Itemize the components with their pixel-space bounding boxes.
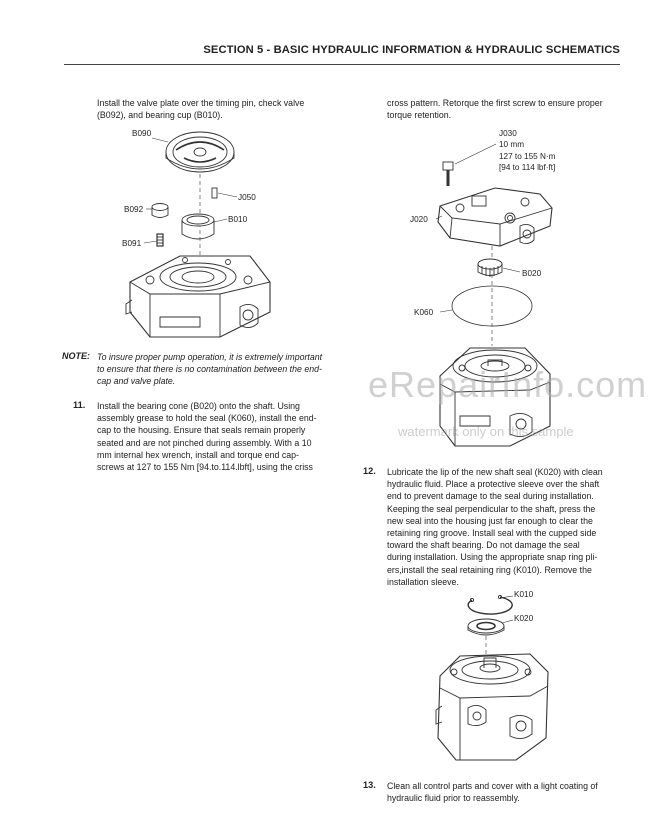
intro-line: (B092), and bearing cup (B010). (97, 110, 223, 121)
label-k060: K060 (414, 308, 434, 317)
step-line: mm internal hex wrench, install and torq… (97, 449, 299, 460)
label-k010: K010 (514, 590, 534, 599)
step-line: installation sleeve. (387, 576, 459, 587)
note-text: To insure proper pump operation, it is e… (97, 351, 342, 387)
shaft-seal-figure: K010 K020 (435, 590, 549, 761)
step-line: seated and are not pinched during assemb… (97, 437, 312, 448)
step-line: cap to the housing. Ensure that seals re… (97, 425, 306, 436)
step-13-number: 13. (363, 780, 376, 790)
label-b010: B010 (228, 215, 248, 224)
section-header: SECTION 5 - BASIC HYDRAULIC INFORMATION … (203, 44, 620, 56)
step-12-text: Lubricate the lip of the new shaft seal … (387, 466, 619, 588)
step-line: toward the shaft bearing. Do not damage … (387, 540, 580, 551)
step-line: new seal into the housing just far enoug… (387, 515, 593, 526)
label-j030-size: 10 mm (499, 140, 524, 149)
step-line: hydraulic fluid prior to reassembly. (387, 793, 520, 804)
label-j020: J020 (410, 215, 428, 224)
step-line: Lubricate the lip of the new shaft seal … (387, 467, 603, 477)
label-b090: B090 (132, 129, 152, 138)
label-b091: B091 (122, 239, 142, 248)
label-k020: K020 (514, 614, 534, 623)
intro-text: Install the valve plate over the timing … (97, 97, 337, 121)
step-line: ers,install the seal retaining ring (K01… (387, 564, 592, 575)
step-line: Clean all control parts and cover with a… (387, 781, 598, 791)
note-line: to ensure that there is no contamination… (97, 364, 322, 374)
label-j050: J050 (238, 193, 256, 202)
label-j030-torque-lbft: [94 to 114 lbf·ft] (499, 163, 555, 172)
endcap-assembly-figure: J030 10 mm 127 to 155 N·m [94 to 114 lbf… (410, 129, 556, 447)
step-line: end to prevent damage to the seal during… (387, 491, 594, 502)
intro-line: Install the valve plate over the timing … (97, 98, 305, 108)
label-j030: J030 (499, 129, 517, 138)
step-line: screws at 127 to 155 Nm [94.to.114.lbft]… (97, 462, 313, 473)
watermark-note: watermark only on this sample (398, 424, 574, 439)
step-11-number: 11. (73, 400, 86, 410)
step-line: Install the bearing cone (B020) onto the… (97, 401, 300, 411)
valve-plate-figure: B090 J050 B092 B010 B091 (122, 129, 271, 338)
header-rule (64, 64, 620, 65)
label-b020: B020 (522, 269, 542, 278)
note-label: NOTE: (62, 351, 90, 361)
cont-line: torque retention. (387, 110, 452, 121)
step-12-number: 12. (363, 466, 376, 476)
step-11-text: Install the bearing cone (B020) onto the… (97, 400, 329, 473)
cont-line: cross pattern. Retorque the first screw … (387, 98, 603, 108)
step-line: during installation. Using the appropria… (387, 552, 598, 563)
watermark-brand: eRepairInfo.com (368, 364, 648, 405)
step-line: hydraulic fluid. Place a protective slee… (387, 479, 600, 490)
label-j030-torque-nm: 127 to 155 N·m (499, 152, 556, 161)
label-b092: B092 (124, 205, 144, 214)
step-line: Keeping the seal perpendicular to the sh… (387, 503, 596, 514)
note-line: cap and valve plate. (97, 376, 176, 386)
step-line: retaining ring groove. Install seal with… (387, 528, 597, 539)
continued-text: cross pattern. Retorque the first screw … (387, 97, 627, 121)
note-line: To insure proper pump operation, it is e… (97, 352, 323, 362)
step-13-text: Clean all control parts and cover with a… (387, 780, 619, 804)
step-line: assembly grease to hold the seal (K060),… (97, 413, 317, 424)
